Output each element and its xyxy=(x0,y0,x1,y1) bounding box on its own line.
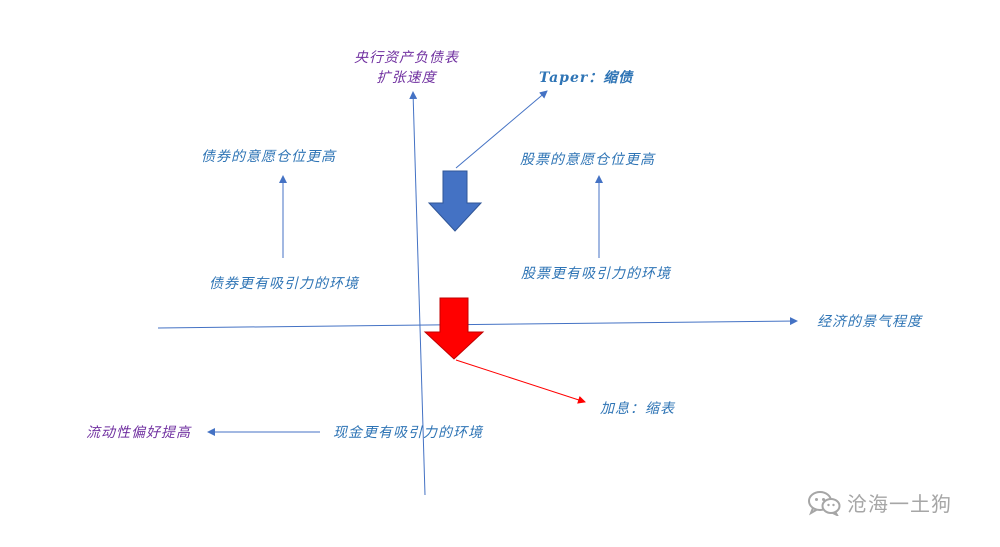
rate-hike-label: 加息：缩表 xyxy=(600,401,675,417)
cash-env-label: 现金更有吸引力的环境 xyxy=(333,425,483,441)
bonds-desire-label: 债券的意愿仓位更高 xyxy=(201,149,336,165)
vertical-axis xyxy=(409,91,426,496)
blue-down-arrow xyxy=(427,170,483,232)
stocks-desire-label: 股票的意愿仓位更高 xyxy=(520,152,655,168)
wechat-icon xyxy=(808,490,841,516)
central-bank-label-line2: 扩张速度 xyxy=(376,70,437,86)
liquidity-label: 流动性偏好提高 xyxy=(86,425,191,441)
stocks-env-label: 股票更有吸引力的环境 xyxy=(521,266,671,282)
red-down-arrow xyxy=(423,297,485,360)
rate-hike-arrow xyxy=(455,359,586,404)
watermark: 沧海一土狗 xyxy=(807,488,952,517)
horizontal-axis xyxy=(157,317,798,329)
watermark-text: 沧海一土狗 xyxy=(847,492,952,516)
central-bank-label: 央行资产负债表 扩张速度 xyxy=(354,48,459,88)
bonds-env-label: 债券更有吸引力的环境 xyxy=(209,276,359,292)
economy-label: 经济的景气程度 xyxy=(817,314,922,330)
central-bank-label-line1: 央行资产负债表 xyxy=(354,50,459,66)
taper-arrow xyxy=(455,90,548,169)
taper-label: Taper：缩债 xyxy=(539,70,634,86)
